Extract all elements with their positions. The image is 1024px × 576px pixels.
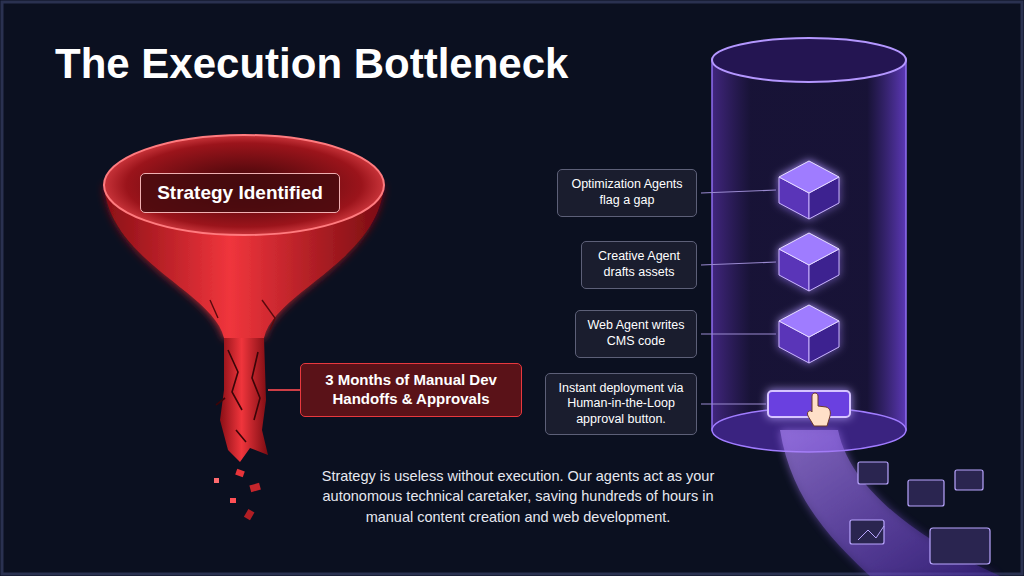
- agent-label: Instant deployment via Human-in-the-Loop…: [545, 373, 697, 436]
- approval-button: [768, 391, 850, 426]
- agent-cubes: [779, 161, 839, 363]
- node-text: Creative Agent drafts assets: [590, 249, 688, 280]
- connector: [340, 192, 557, 195]
- node-text: Web Agent writes CMS code: [584, 318, 688, 349]
- bottleneck-box: 3 Months of Manual Dev Handoffs & Approv…: [300, 363, 522, 417]
- agent-cube: [779, 161, 839, 219]
- strategy-box: Strategy Identified: [140, 173, 340, 213]
- leader-lines: [701, 190, 776, 404]
- node-text: Instant deployment via Human-in-the-Loop…: [554, 381, 688, 428]
- agent-cube: [779, 233, 839, 291]
- title: The Execution Bottleneck: [55, 40, 568, 88]
- agent-cube: [779, 305, 839, 363]
- agent-label: Creative Agent drafts assets: [581, 241, 697, 288]
- deployment-stream: [780, 430, 1000, 576]
- agent-cylinder: [712, 38, 906, 452]
- caption: Strategy is useless without execution. O…: [305, 466, 731, 527]
- node-text: Optimization Agents flag a gap: [566, 177, 688, 208]
- agent-label: Web Agent writes CMS code: [575, 310, 697, 357]
- agent-label: Optimization Agents flag a gap: [557, 169, 697, 216]
- node-text: 3 Months of Manual Dev Handoffs & Approv…: [309, 371, 513, 409]
- node-text: Strategy Identified: [149, 181, 331, 205]
